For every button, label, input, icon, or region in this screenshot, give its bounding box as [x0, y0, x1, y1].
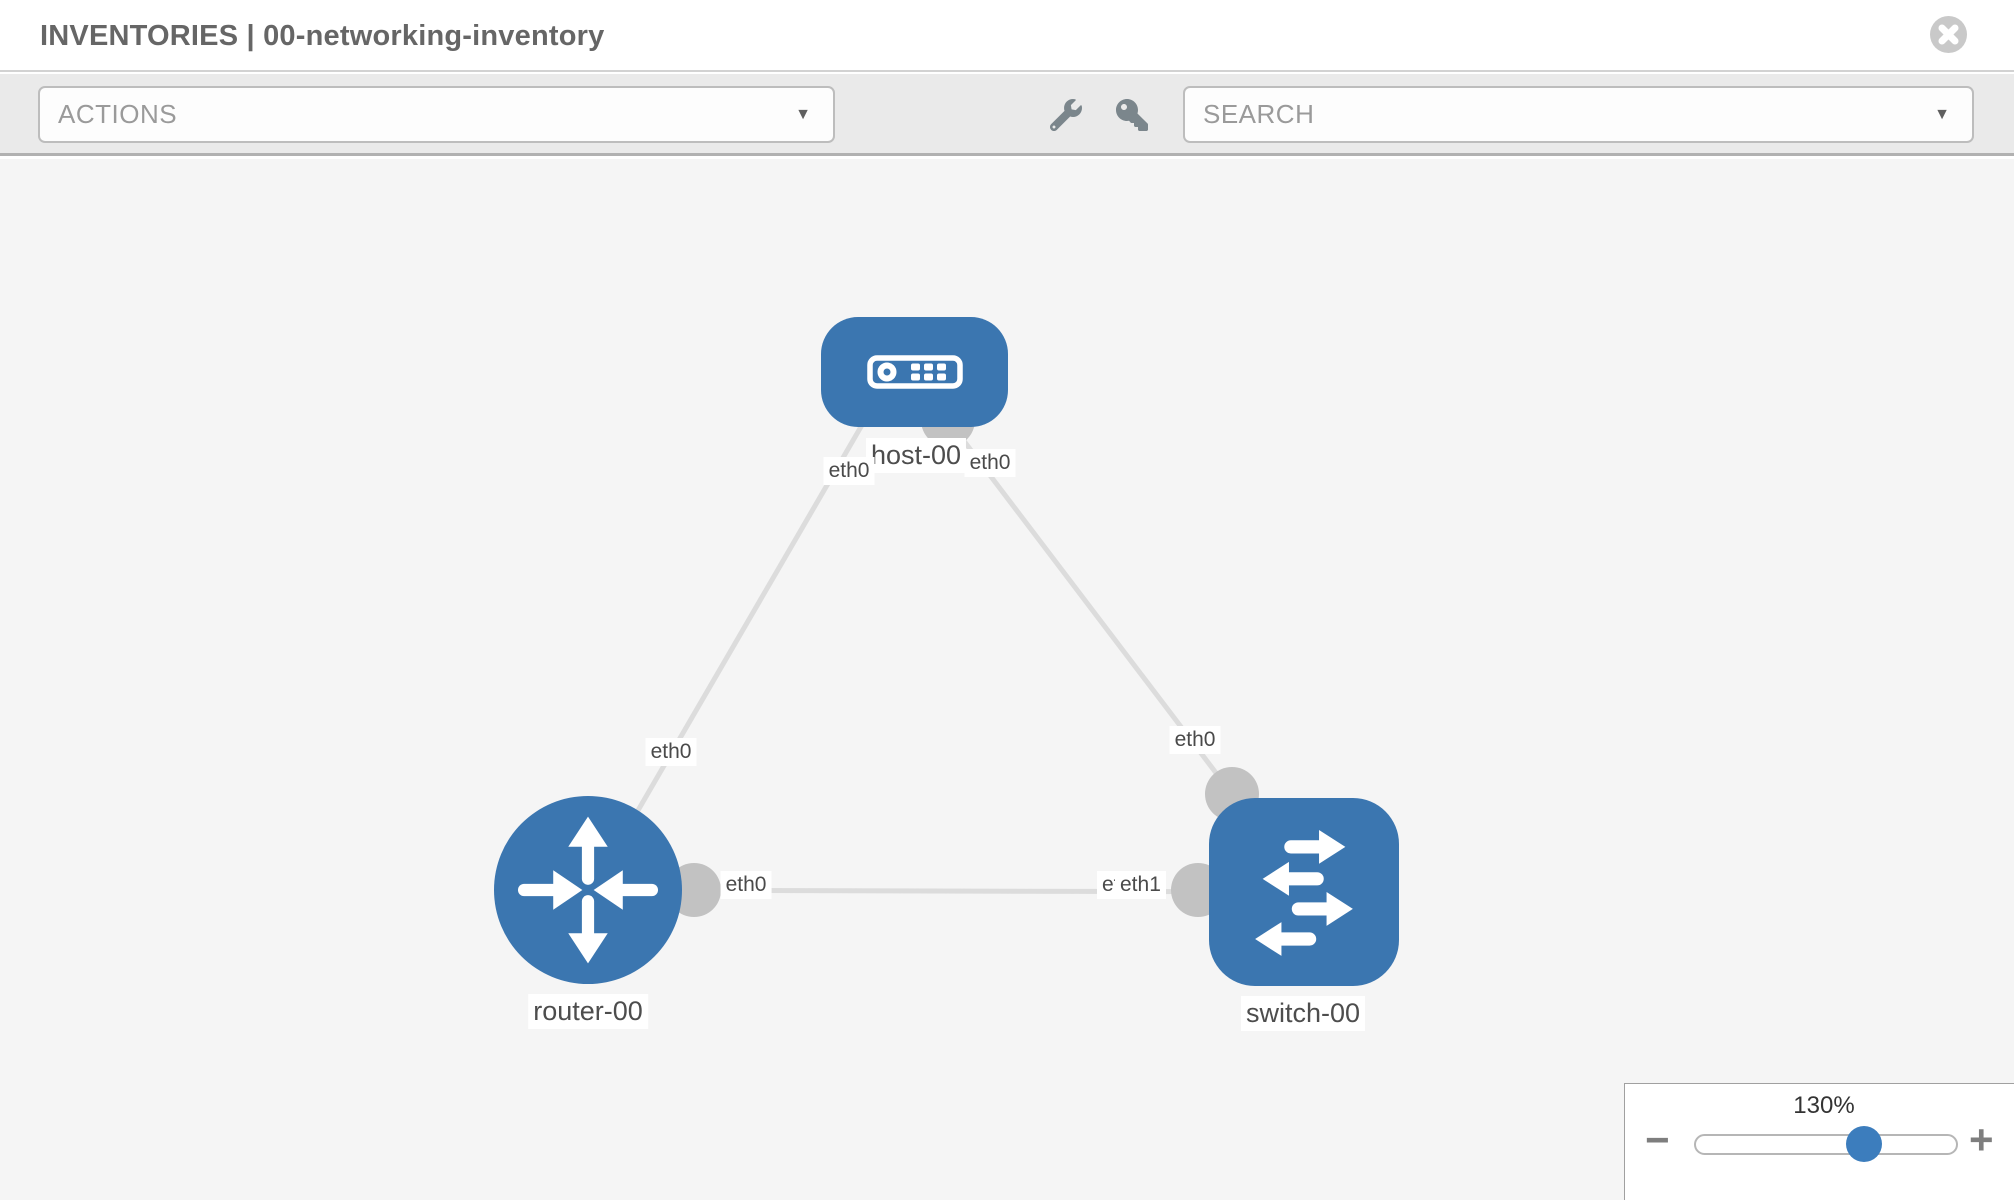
search-dropdown-label: SEARCH [1203, 99, 1315, 129]
zoom-in-button[interactable]: + [1969, 1116, 1994, 1163]
interface-label-router-eth0: eth0 [720, 871, 772, 900]
wrench-icon [1050, 99, 1082, 131]
actions-dropdown-label: ACTIONS [58, 99, 178, 129]
node-router-00[interactable] [494, 796, 682, 984]
zoom-slider-knob[interactable] [1846, 1126, 1882, 1162]
page-title: INVENTORIES | 00-networking-inventory [40, 19, 605, 52]
switch-icon [1255, 829, 1353, 956]
close-icon [1938, 24, 1959, 45]
search-dropdown[interactable]: SEARCH ▼ [1183, 86, 1974, 143]
header: INVENTORIES | 00-networking-inventory [0, 0, 2014, 72]
node-switch-00[interactable] [1209, 798, 1399, 986]
interface-label-host-eth0-left: eth0 [823, 457, 875, 486]
credentials-button[interactable] [1116, 98, 1150, 132]
node-label-router-00: router-00 [528, 994, 648, 1030]
zoom-slider[interactable] [1694, 1126, 1958, 1162]
interface-label-link-host-router: eth0 [645, 738, 697, 767]
node-label-host-00: host-00 [865, 438, 967, 474]
zoom-level: 130% [1793, 1092, 1855, 1119]
node-host-00[interactable] [821, 317, 1008, 427]
zoom-panel: 130% − + [1624, 1083, 2014, 1200]
interface-label-host-eth0-right: eth0 [964, 449, 1016, 478]
links-layer [587, 393, 1304, 917]
close-button[interactable] [1930, 16, 1967, 53]
actions-dropdown[interactable]: ACTIONS ▼ [38, 86, 835, 143]
key-icon [1116, 99, 1148, 131]
toolbar: ACTIONS ▼ SEARCH ▼ [0, 74, 2014, 156]
zoom-out-button[interactable]: − [1645, 1116, 1670, 1163]
configure-button[interactable] [1050, 98, 1084, 132]
router-icon [517, 816, 659, 964]
host-icon [866, 355, 963, 389]
node-label-switch-00: switch-00 [1240, 996, 1366, 1032]
chevron-down-icon: ▼ [795, 105, 811, 123]
interface-label-switch-eth1: eth1 [1115, 871, 1166, 900]
interface-label-link-host-switch: eth0 [1169, 726, 1221, 755]
topology-canvas[interactable]: host-00 router-00 switch-00 eth0 eth0 et… [0, 159, 2014, 1200]
chevron-down-icon: ▼ [1934, 105, 1950, 123]
